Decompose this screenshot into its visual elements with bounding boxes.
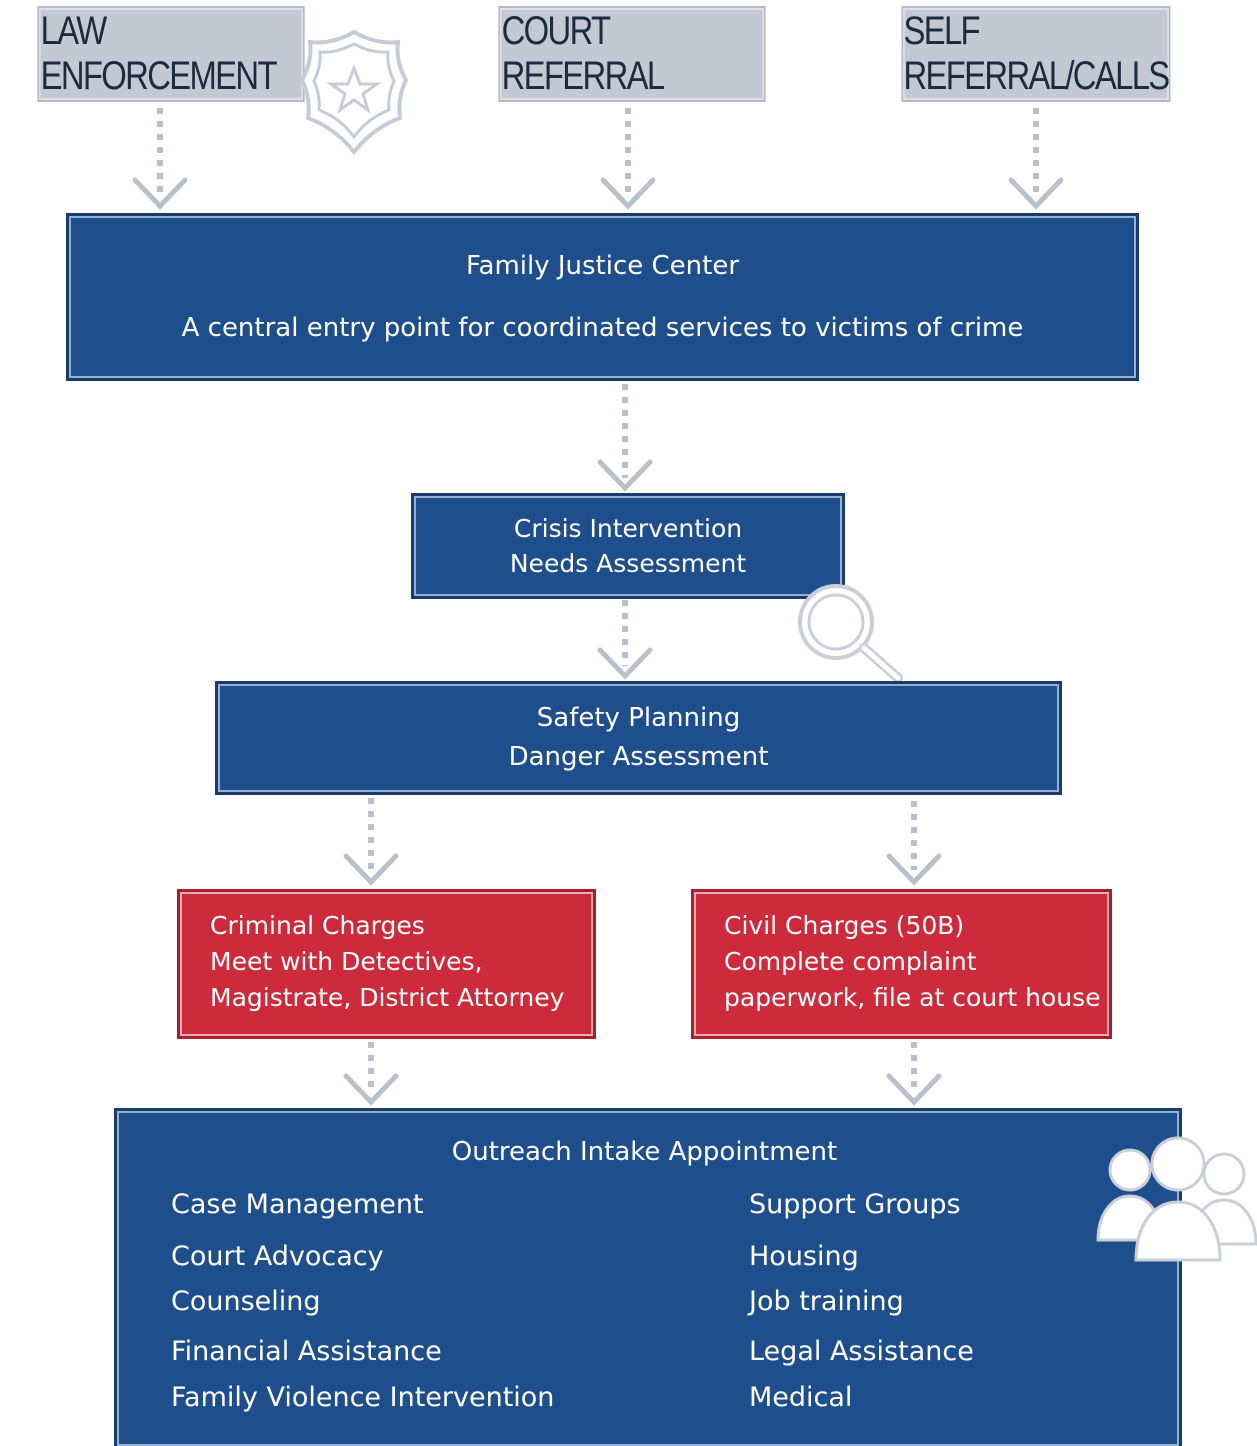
- criminal-line2: Meet with Detectives,: [210, 947, 483, 976]
- self-referral-label: SELF REFERRAL/CALLS: [903, 9, 1170, 98]
- service-financial-assistance: Financial Assistance: [171, 1336, 442, 1367]
- badge-icon: [299, 29, 409, 156]
- outreach-title: Outreach Intake Appointment: [451, 1137, 838, 1167]
- fjc-subtitle: A central entry point for coordinated se…: [181, 313, 1024, 343]
- crisis-intervention-box: Crisis Intervention Needs Assessment: [411, 493, 845, 599]
- arrow-down-icon: [886, 1073, 942, 1106]
- service-case-management: Case Management: [171, 1189, 424, 1220]
- arrow-down-icon: [597, 459, 653, 492]
- arrow-down-icon: [343, 1073, 399, 1106]
- service-housing: Housing: [749, 1241, 859, 1272]
- crisis-line2: Needs Assessment: [509, 549, 747, 578]
- outreach-intake-box: Outreach Intake Appointment Case Managem…: [114, 1108, 1182, 1446]
- service-job-training: Job training: [749, 1286, 904, 1317]
- arrow-down-icon: [600, 177, 656, 210]
- safety-line2: Danger Assessment: [508, 742, 769, 772]
- service-family-violence-intervention: Family Violence Intervention: [171, 1382, 555, 1413]
- people-icon: [1096, 1136, 1257, 1262]
- arrow-down-icon: [343, 853, 399, 886]
- arrow-down-icon: [1008, 177, 1064, 210]
- civil-line2: Complete complaint: [724, 947, 977, 976]
- court-referral-box: COURT REFERRAL: [498, 6, 766, 102]
- service-medical: Medical: [749, 1382, 853, 1413]
- magnifier-icon: [798, 584, 903, 682]
- criminal-line1: Criminal Charges: [210, 911, 425, 940]
- criminal-charges-box: Criminal Charges Meet with Detectives, M…: [177, 889, 596, 1039]
- safety-line1: Safety Planning: [536, 703, 741, 733]
- criminal-line3: Magistrate, District Attorney: [210, 983, 565, 1012]
- family-justice-center-box: Family Justice Center A central entry po…: [66, 213, 1139, 381]
- crisis-line1: Crisis Intervention: [513, 514, 743, 543]
- safety-planning-box: Safety Planning Danger Assessment: [215, 681, 1062, 795]
- civil-line3: paperwork, file at court house: [724, 983, 1101, 1012]
- arrow-down-icon: [132, 177, 188, 210]
- fjc-title: Family Justice Center: [465, 251, 740, 281]
- civil-charges-box: Civil Charges (50B) Complete complaint p…: [691, 889, 1112, 1039]
- service-court-advocacy: Court Advocacy: [171, 1241, 384, 1272]
- service-support-groups: Support Groups: [749, 1189, 961, 1220]
- law-enforcement-box: LAW ENFORCEMENT: [37, 6, 305, 102]
- self-referral-box: SELF REFERRAL/CALLS: [901, 6, 1171, 102]
- court-referral-label: COURT REFERRAL: [501, 9, 666, 98]
- civil-line1: Civil Charges (50B): [724, 911, 965, 940]
- service-legal-assistance: Legal Assistance: [749, 1336, 974, 1367]
- law-enforcement-label: LAW ENFORCEMENT: [40, 9, 278, 98]
- arrow-down-icon: [886, 853, 942, 886]
- service-counseling: Counseling: [171, 1286, 321, 1317]
- arrow-down-icon: [597, 647, 653, 680]
